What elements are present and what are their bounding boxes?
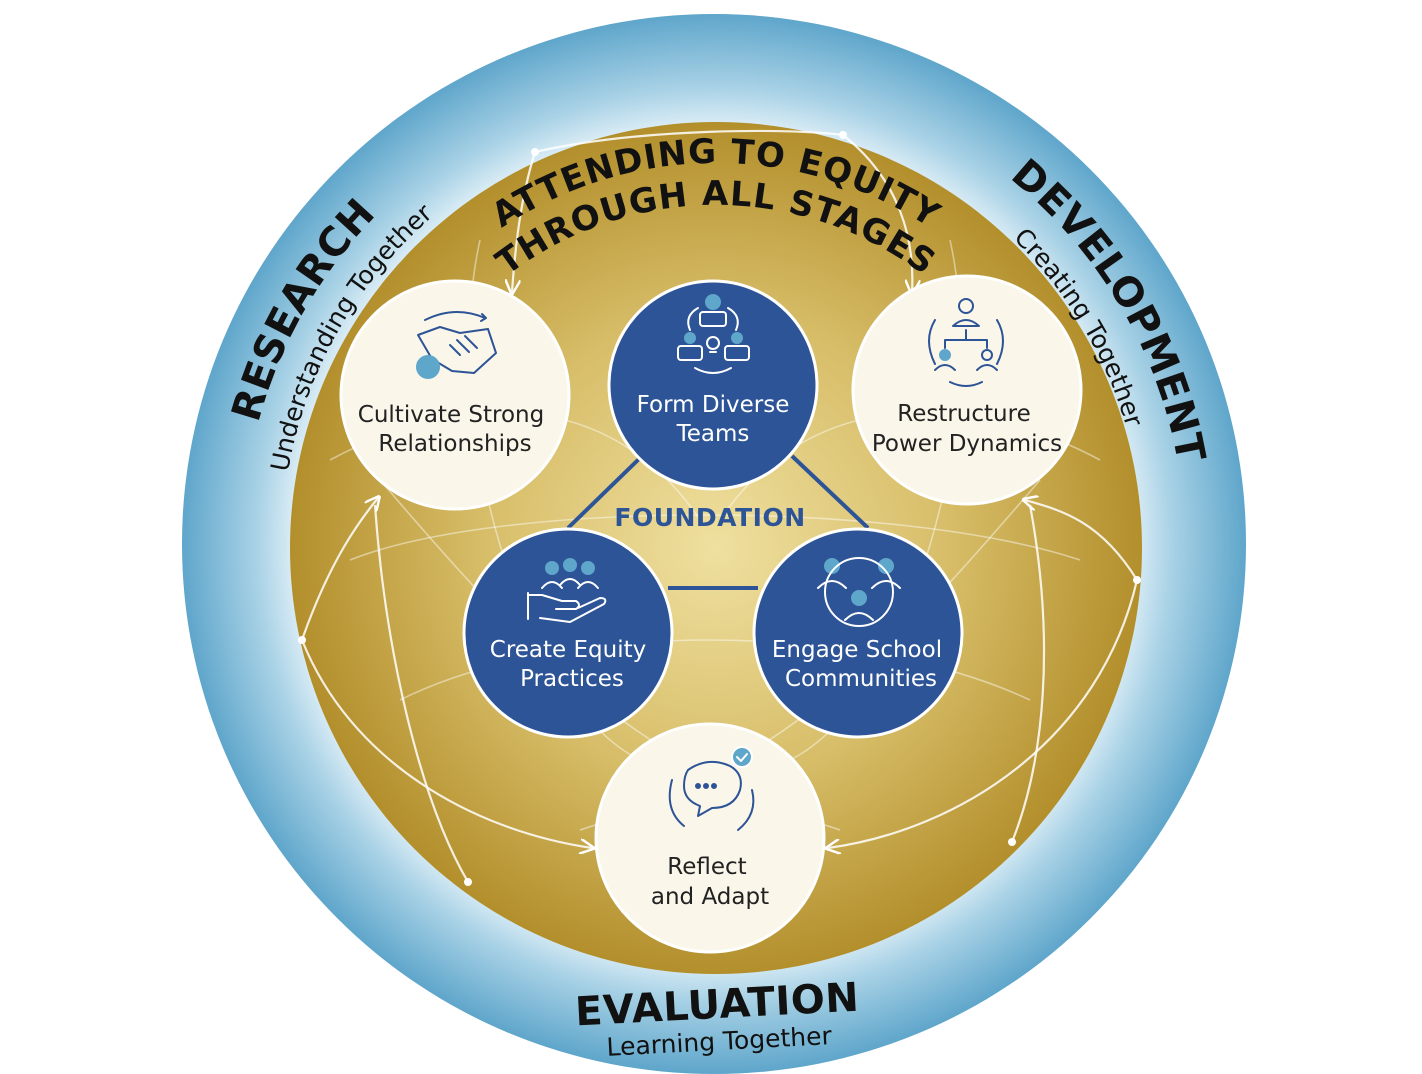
node-reflect-and-adapt[interactable]: Reflect and Adapt bbox=[594, 722, 826, 954]
handshake-icon bbox=[416, 310, 497, 379]
node-label: Practices bbox=[520, 666, 624, 692]
node-label: Relationships bbox=[378, 431, 531, 457]
node-label: Restructure bbox=[897, 401, 1030, 427]
node-label: Engage School bbox=[772, 637, 942, 663]
community-icon bbox=[817, 557, 901, 627]
hand-people-icon bbox=[527, 558, 607, 623]
node-label: Teams bbox=[676, 421, 750, 447]
node-form-diverse-teams[interactable]: Form Diverse Teams bbox=[607, 279, 819, 491]
node-label: Form Diverse bbox=[637, 392, 790, 418]
node-create-equity-practices[interactable]: Create Equity Practices bbox=[462, 527, 674, 739]
chat-cycle-check-icon bbox=[668, 746, 755, 831]
node-engage-school-communities[interactable]: Engage School Communities bbox=[752, 527, 964, 739]
foundation-label: FOUNDATION bbox=[614, 503, 805, 532]
foundation-triangle bbox=[566, 454, 870, 590]
node-label: Create Equity bbox=[490, 637, 646, 663]
node-label: Communities bbox=[785, 666, 937, 692]
node-label: Cultivate Strong bbox=[358, 402, 544, 428]
team-idea-icon bbox=[677, 294, 750, 374]
org-chart-icon bbox=[928, 298, 1004, 387]
node-label: Power Dynamics bbox=[872, 431, 1062, 457]
node-cultivate-relationships[interactable]: Cultivate Strong Relationships bbox=[339, 279, 571, 511]
node-label: Reflect bbox=[667, 854, 746, 880]
node-restructure-power-dynamics[interactable]: Restructure Power Dynamics bbox=[851, 274, 1083, 506]
node-label: and Adapt bbox=[651, 884, 769, 910]
